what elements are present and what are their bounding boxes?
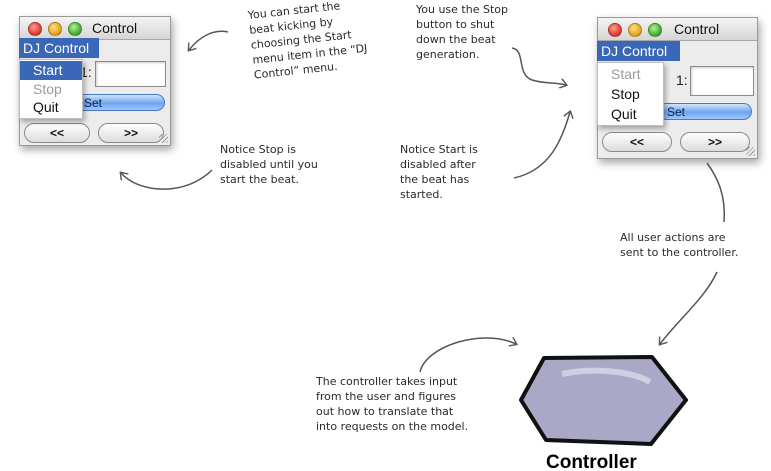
left-dj-control-menu: Start Stop Quit <box>19 59 83 119</box>
right-menu-item-quit[interactable]: Quit <box>611 106 637 122</box>
arrow-window-to-user-note <box>706 162 726 223</box>
left-window-titlebar: Control <box>20 17 170 40</box>
right-bpm-input[interactable] <box>690 66 754 96</box>
arrow-controller-note <box>419 338 516 373</box>
left-resize-grip[interactable] <box>159 134 168 143</box>
left-menu-title[interactable]: DJ Control <box>19 38 99 58</box>
right-dj-control-menu: Start Stop Quit <box>597 62 664 126</box>
right-decrease-button[interactable]: << <box>602 132 672 152</box>
zoom-icon[interactable] <box>648 23 662 37</box>
close-icon[interactable] <box>28 22 42 36</box>
right-menu-item-start: Start <box>611 66 641 82</box>
left-menu-item-quit[interactable]: Quit <box>33 99 59 115</box>
minimize-icon[interactable] <box>628 23 642 37</box>
left-increase-button[interactable]: >> <box>98 123 164 143</box>
note-controller: The controller takes input from the user… <box>316 375 469 433</box>
close-icon[interactable] <box>608 23 622 37</box>
arrow-stop-note <box>511 47 566 85</box>
right-window-title: Control <box>674 21 720 37</box>
note-start-disabled: Notice Start is disabled after the beat … <box>400 143 478 201</box>
minimize-icon[interactable] <box>48 22 62 36</box>
right-set-button[interactable]: Set <box>658 103 752 120</box>
zoom-icon[interactable] <box>68 22 82 36</box>
right-menu-item-stop[interactable]: Stop <box>611 86 640 102</box>
right-field-label: 1: <box>676 72 688 88</box>
right-window-titlebar: Control <box>598 18 757 41</box>
left-control-window: Control 1: Set << >> <box>19 16 171 146</box>
left-bpm-input[interactable] <box>95 61 166 87</box>
controller-label: Controller <box>546 452 637 471</box>
right-resize-grip[interactable] <box>746 147 755 156</box>
arrow-user-note-to-controller <box>660 271 718 344</box>
arrow-start-note <box>189 30 229 50</box>
arrow-stop-disabled-note <box>121 169 213 190</box>
left-menu-item-start[interactable]: Start <box>20 61 82 80</box>
arrow-start-disabled-note <box>513 112 570 179</box>
note-start-beat: You can start the beat kicking by choosi… <box>247 0 368 82</box>
controller-shape <box>519 355 688 446</box>
left-decrease-button[interactable]: << <box>24 123 90 143</box>
left-window-title: Control <box>92 20 138 36</box>
left-menu-item-stop: Stop <box>33 81 62 97</box>
note-stop-disabled: Notice Stop is disabled until you start … <box>220 143 318 186</box>
right-menu-title[interactable]: DJ Control <box>597 41 680 61</box>
left-set-button-label: Set <box>84 96 103 110</box>
right-increase-button[interactable]: >> <box>680 132 750 152</box>
right-set-button-label: Set <box>667 105 686 119</box>
note-user-actions: All user actions are sent to the control… <box>620 231 739 259</box>
left-set-button[interactable]: Set <box>75 94 165 111</box>
left-field-label: 1: <box>80 64 92 80</box>
note-stop-button: You use the Stop button to shut down the… <box>416 3 508 61</box>
